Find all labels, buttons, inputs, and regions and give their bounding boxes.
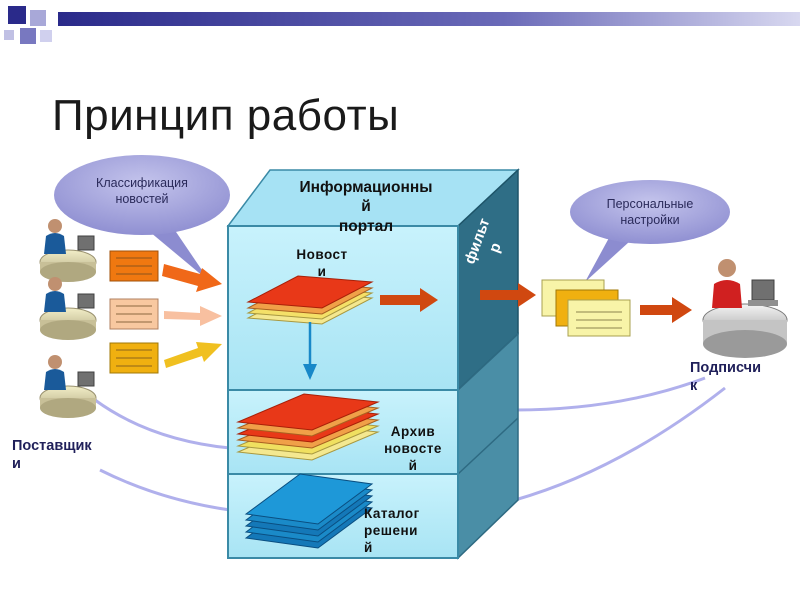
text-line: и [317,263,327,279]
personal-documents [541,279,631,337]
personal-settings-bubble [570,180,730,282]
catalog-stack-icon [244,473,374,549]
text-line: Классификация [96,176,188,190]
supplier-arrows [162,264,222,368]
portal-title: Информационны й портал [276,178,456,236]
text-line: й [408,457,418,473]
subscriber [702,259,788,358]
suppliers-label: Поставщик и [12,437,132,473]
news-label: Новост и [282,247,362,281]
archive-stack-icon [236,393,380,461]
header-bar [4,6,800,44]
text-line: Персональные [606,197,694,211]
news-stack-icon [246,275,374,325]
supplier-1 [39,219,97,282]
document-icon [567,299,631,337]
text-line: и [12,456,21,473]
subscribers-label: Подписчи к [690,359,790,395]
news-to-filter-arrow [380,288,438,312]
supplier-catalog-connector [99,468,231,512]
text-line: й [364,539,373,555]
archive-label: Архив новосте й [374,424,452,475]
text-line: решени [364,522,418,538]
catalog-label: Каталог решени й [364,506,452,557]
text-line: настройки [620,212,680,227]
filter-to-docs-arrow [480,283,536,307]
text-line: новосте [384,440,442,456]
supplier-2 [39,277,97,340]
text-line: Каталог [364,506,420,521]
connector-lines [94,376,726,512]
docs-to-subscriber-arrow [640,297,692,323]
text-line: новостей [115,191,169,206]
personal-settings-bubble-text: Персональные настройки [584,197,716,228]
text-line: Поставщик [12,438,92,454]
subscriber-catalog-connector [514,386,726,502]
text-line: к [690,378,698,395]
text-line: й [361,198,371,216]
news-to-archive-arrow [303,322,317,380]
text-line: Информационны [299,179,433,196]
supplier-archive-connector [94,398,231,450]
portal-box [226,168,520,560]
slide-title: Принцип работы [52,91,400,141]
text-line: Подписчи [690,360,761,376]
classification-bubble [54,155,230,282]
text-line: Архив [390,424,436,439]
text-line: Новост [296,247,348,262]
text-line: портал [338,217,394,235]
arrow-icon [164,306,222,326]
classification-bubble-text: Классификация новостей [70,176,214,207]
supplier-documents [109,250,159,374]
subscriber-archive-connector [514,376,706,412]
arrow-icon [162,264,222,292]
supplier-3 [39,355,97,418]
arrow-icon [164,342,222,368]
